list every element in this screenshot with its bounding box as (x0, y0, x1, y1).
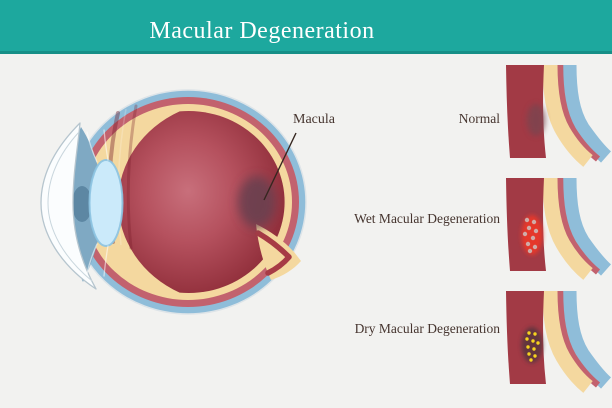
cornea (40, 122, 97, 290)
page-title: Macular Degeneration (149, 18, 375, 44)
iris (72, 186, 92, 222)
macula-label: Macula (293, 112, 335, 127)
vitreous-body (118, 111, 285, 294)
wet-lesion-vessel-dots (522, 217, 539, 254)
label-dry-macular-degeneration: Dry Macular Degeneration (354, 321, 500, 336)
panel-wet (506, 178, 606, 274)
macula-pointer-line (263, 132, 297, 201)
zonule-fibers (86, 129, 109, 277)
ciliary-striation (126, 104, 138, 250)
label-wet-macular-degeneration: Wet Macular Degeneration (354, 211, 500, 226)
normal-macula-spot (527, 104, 545, 136)
lens (88, 159, 124, 247)
title-bar (0, 0, 612, 54)
optic-nerve-vessels (255, 230, 292, 276)
panel-normal (506, 65, 606, 161)
eye-cross-section (40, 89, 307, 315)
panel-dry (506, 291, 606, 387)
cornea-inner-surface (47, 131, 93, 282)
drusen-dots (525, 331, 540, 362)
dry-lesion (521, 327, 543, 363)
label-normal: Normal (458, 111, 500, 126)
macula-spot (238, 176, 276, 228)
